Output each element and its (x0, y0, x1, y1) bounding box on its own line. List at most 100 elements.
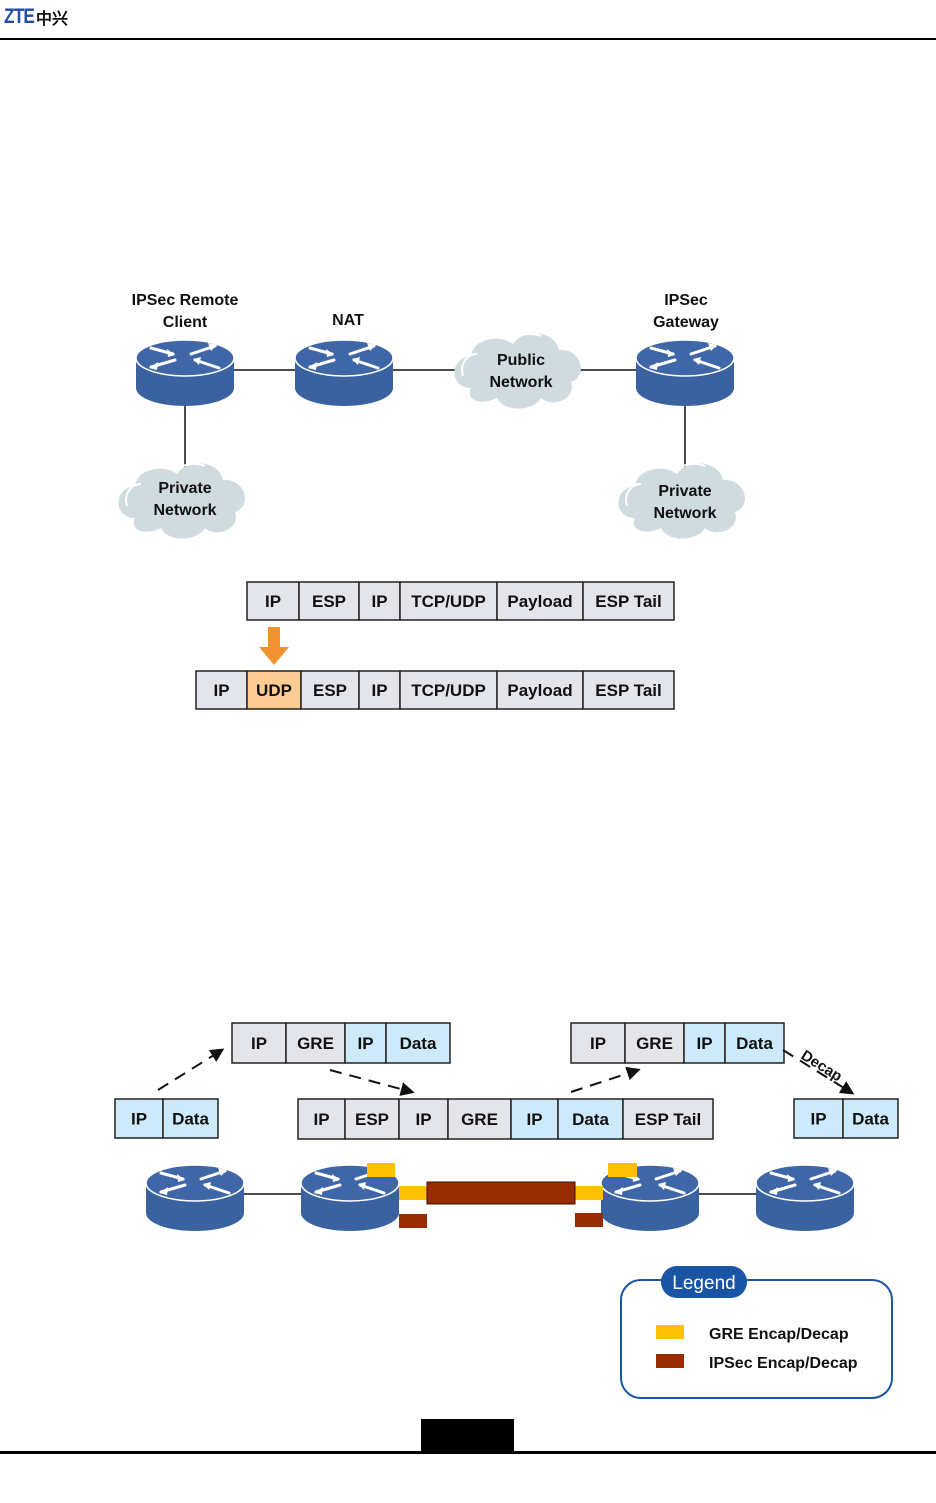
packet-field-label: IP (357, 1034, 373, 1053)
packet-field-label: IP (590, 1034, 606, 1053)
packet-field-label: ESP (312, 592, 346, 611)
nat-transform-arrow-icon (259, 627, 289, 665)
packet-field-cell (683, 1022, 726, 1064)
packet-field-label: IP (810, 1110, 826, 1129)
ipsec-decap-marker-right (575, 1213, 603, 1227)
packet-field-cell (447, 1098, 512, 1140)
packet-field-cell (399, 581, 498, 621)
private-network-right-label-2: Network (653, 505, 716, 522)
packet-field-label: Data (852, 1110, 889, 1129)
packet-field-cell (114, 1098, 164, 1139)
packet-field-label: Payload (507, 681, 572, 700)
legend-frame (620, 1279, 893, 1399)
public-network-label-1: Public (497, 352, 545, 369)
packet-gre-left: IP GRE IP Data (231, 1022, 451, 1064)
packet-field-cell (358, 670, 401, 710)
legend-swatch-gre (656, 1325, 684, 1339)
packet-field-label: TCP/UDP (411, 681, 486, 700)
packet-field-label: GRE (297, 1034, 334, 1053)
packet-field-cell (399, 670, 498, 710)
gre-tunnel-right-marker (575, 1186, 603, 1200)
packet-field-cell (557, 1098, 624, 1140)
footer-rule (0, 1451, 936, 1454)
packet-field-label: IP (526, 1110, 542, 1129)
packet-field-label: Payload (507, 592, 572, 611)
private-network-left-label-1: Private (158, 480, 211, 497)
packet-field-cell (385, 1022, 451, 1064)
private-network-left-cloud-icon (117, 462, 246, 540)
packet-field-cell (570, 1022, 626, 1064)
router-4-icon (754, 1163, 856, 1233)
packet-field-cell (162, 1098, 219, 1139)
packet-field-label: TCP/UDP (411, 592, 486, 611)
packet-field-label: Data (400, 1034, 437, 1053)
packet-field-label: IP (696, 1034, 712, 1053)
logo-latin: ZTE (4, 5, 35, 28)
legend-title: Legend (672, 1273, 735, 1294)
public-network-cloud-icon (453, 332, 582, 410)
packet-field-label: ESP Tail (595, 681, 661, 700)
public-network-label-2: Network (489, 374, 552, 391)
legend-label-gre: GRE Encap/Decap (709, 1326, 849, 1343)
encap-arrow-gre-left (157, 1048, 225, 1091)
packet-field-cell (358, 581, 401, 621)
packet-field-label: IP (213, 681, 229, 700)
remote-client-label-2: Client (163, 314, 208, 331)
encap-arrow-ipsec (329, 1069, 415, 1096)
private-network-left-label-2: Network (153, 502, 216, 519)
nat-label: NAT (332, 312, 364, 329)
remote-client-label-1: IPSec Remote (132, 292, 239, 309)
gateway-router-icon (634, 338, 736, 408)
legend-label-ipsec: IPSec Encap/Decap (709, 1355, 858, 1372)
packet-field-cell (582, 670, 675, 710)
gateway-label-1: IPSec (664, 292, 708, 309)
legend-swatch-ipsec (656, 1354, 684, 1368)
legend: Legend GRE Encap/Decap IPSec Encap/Decap (620, 1266, 893, 1399)
packet-field-cell (246, 670, 302, 710)
packet-field-cell (496, 670, 584, 710)
packet-field-cell (195, 670, 248, 710)
ipsec-tunnel-bar (426, 1181, 576, 1205)
packet-field-label: GRE (461, 1110, 498, 1129)
packet-field-label: ESP (313, 681, 347, 700)
packet-field-label: IP (371, 681, 387, 700)
packet-original-left: IP Data (114, 1098, 219, 1139)
decap-arrow-gre (782, 1049, 855, 1095)
packet-field-label: IP (131, 1110, 147, 1129)
gateway-label-2: Gateway (653, 314, 719, 331)
ipsec-encap-marker-left (399, 1214, 427, 1228)
packet-field-label: Data (172, 1110, 209, 1129)
packet-field-label: IP (415, 1110, 431, 1129)
page-number-tab (421, 1419, 514, 1452)
header-rule (0, 38, 936, 40)
remote-client-router-icon (134, 338, 236, 408)
packet-field-label: IP (251, 1034, 267, 1053)
packet-field-label: ESP (355, 1110, 389, 1129)
packet-field-cell (582, 581, 675, 621)
packet-field-label: Data (736, 1034, 773, 1053)
private-network-right-cloud-icon (617, 462, 746, 540)
packet-field-cell (842, 1098, 899, 1139)
packet-field-label: ESP Tail (635, 1110, 701, 1129)
packet-field-cell (344, 1022, 387, 1064)
router-1-icon (144, 1163, 246, 1233)
gre-encap-marker-left (367, 1163, 395, 1177)
packet-field-cell (246, 581, 300, 621)
zte-logo: ZTE 中兴 (4, 5, 68, 28)
gre-decap-marker-right (608, 1163, 637, 1177)
packet-field-label: Data (572, 1110, 609, 1129)
packet-field-label: GRE (636, 1034, 673, 1053)
packet-field-cell (724, 1022, 785, 1064)
decap-label: Decap (798, 1047, 845, 1085)
packet-original-right: IP Data (793, 1098, 899, 1139)
packet-field-cell (344, 1098, 400, 1140)
private-network-right-label-1: Private (658, 483, 711, 500)
packet-field-cell (622, 1098, 714, 1140)
gre-tunnel-left-marker (399, 1186, 427, 1200)
packet-field-cell (496, 581, 584, 621)
packet-field-label: ESP Tail (595, 592, 661, 611)
